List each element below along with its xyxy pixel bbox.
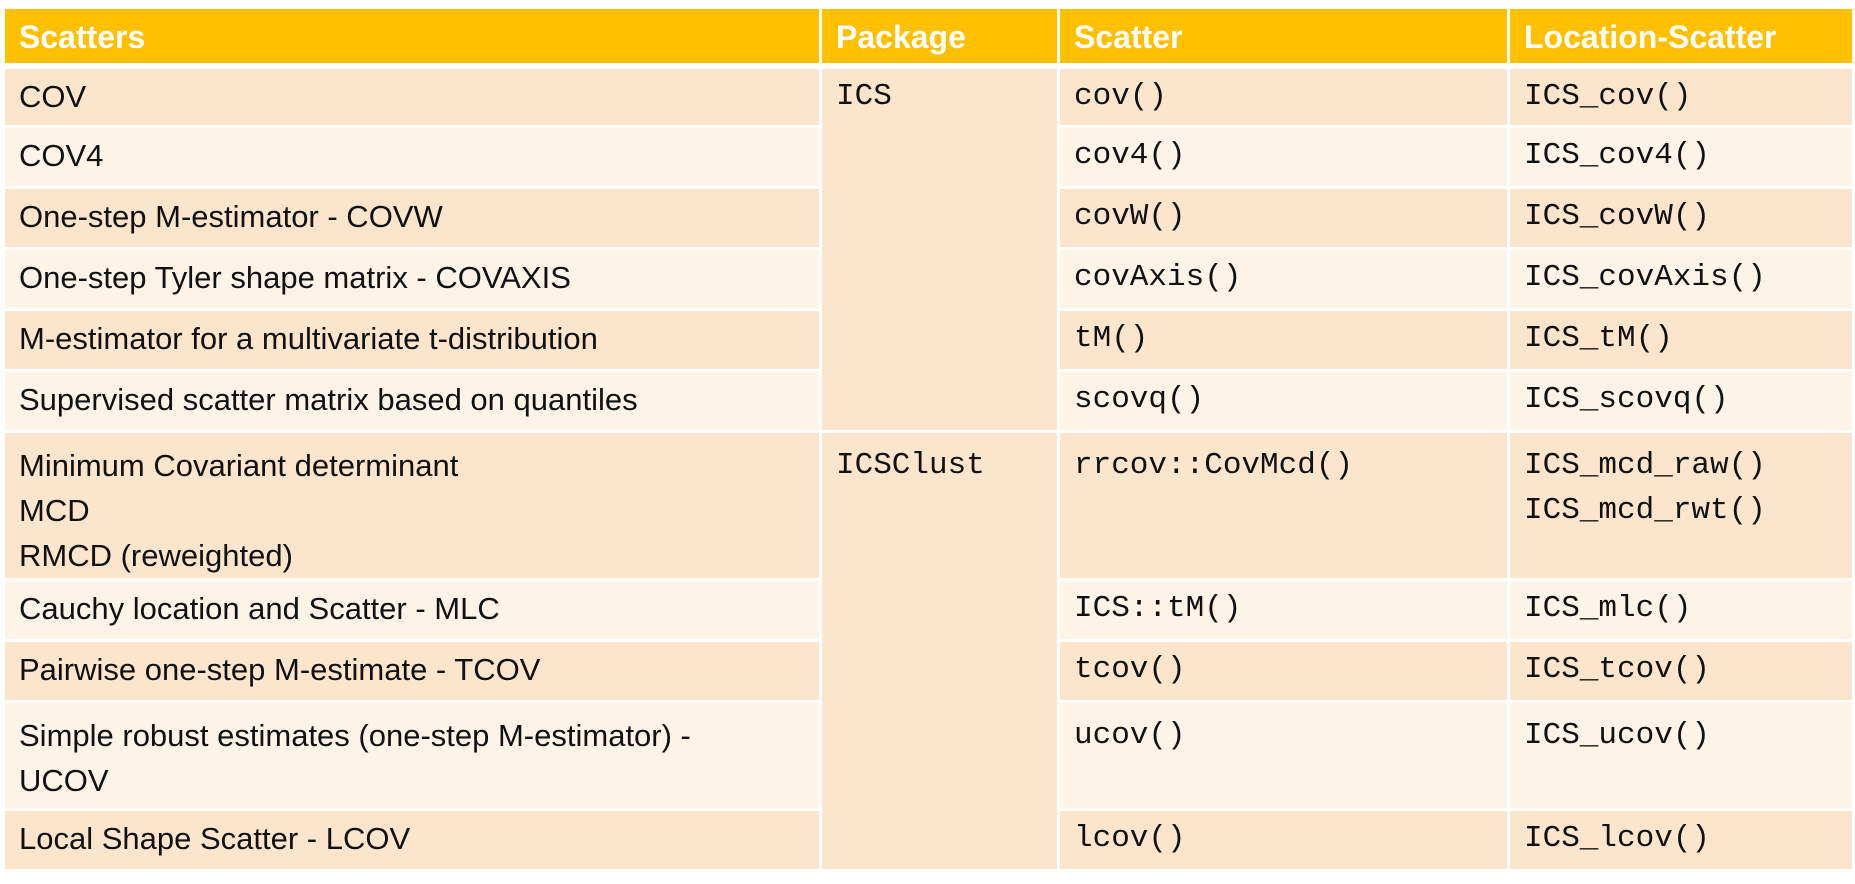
location-scatter-text: ICS_mlc() <box>1524 591 1692 626</box>
scatters-text: Pairwise one-step M-estimate - TCOV <box>19 652 541 687</box>
table-row: One-step M-estimator - COVW covW() ICS_c… <box>2 186 1855 250</box>
location-scatter-cell: ICS_covAxis() <box>1507 247 1855 311</box>
scatter-cell: ucov() <box>1057 700 1510 811</box>
table-row: COV ICS cov() ICS_cov() <box>2 64 1855 433</box>
location-scatter-text: ICS_tM() <box>1524 321 1673 356</box>
table-row: Simple robust estimates (one-step M-esti… <box>2 700 1855 811</box>
location-scatter-cell: ICS_ucov() <box>1507 700 1855 811</box>
location-scatter-text: ICS_scovq() <box>1524 382 1729 417</box>
location-scatter-text: ICS_mcd_raw() <box>1524 448 1766 483</box>
scatter-cell: rrcov::CovMcd() <box>1057 430 1510 581</box>
scatters-text: Local Shape Scatter - LCOV <box>19 821 411 856</box>
location-scatter-cell: ICS_tM() <box>1507 308 1855 372</box>
scatter-cell: covAxis() <box>1057 247 1510 311</box>
scatter-table: Scatters Package Scatter Location-Scatte… <box>2 6 1855 872</box>
table-row: Pairwise one-step M-estimate - TCOV tcov… <box>2 639 1855 703</box>
table-row: Minimum Covariant determinant MCD RMCD (… <box>2 430 1855 872</box>
header-package: Package <box>819 6 1060 69</box>
scatters-cell: Pairwise one-step M-estimate - TCOV <box>2 639 822 703</box>
package-cell-icsclust: ICSClust <box>819 430 1060 872</box>
table-row: Cauchy location and Scatter - MLC ICS::t… <box>2 578 1855 642</box>
location-scatter-cell: ICS_mlc() <box>1507 578 1855 642</box>
table-row: COV4 cov4() ICS_cov4() <box>2 125 1855 189</box>
scatter-cell: scovq() <box>1057 369 1510 433</box>
scatters-text: Minimum Covariant determinant <box>19 448 459 483</box>
scatters-text: UCOV <box>19 763 109 798</box>
scatter-table-container: Scatters Package Scatter Location-Scatte… <box>2 6 1855 872</box>
package-cell-ics: ICS <box>819 64 1060 433</box>
scatters-text: M-estimator for a multivariate t-distrib… <box>19 321 598 356</box>
scatter-cell: cov() <box>1057 64 1510 128</box>
scatter-cell: covW() <box>1057 186 1510 250</box>
location-scatter-text: ICS_lcov() <box>1524 821 1711 856</box>
table-row: Supervised scatter matrix based on quant… <box>2 369 1855 433</box>
scatters-cell: Simple robust estimates (one-step M-esti… <box>2 700 822 811</box>
scatters-text: RMCD (reweighted) <box>19 538 293 573</box>
scatter-cell: tcov() <box>1057 639 1510 703</box>
scatters-text: MCD <box>19 493 90 528</box>
scatters-cell: Cauchy location and Scatter - MLC <box>2 578 822 642</box>
scatters-cell: M-estimator for a multivariate t-distrib… <box>2 308 822 372</box>
location-scatter-text: ICS_covAxis() <box>1524 260 1766 295</box>
scatters-text: COV4 <box>19 138 104 173</box>
location-scatter-cell: ICS_cov() <box>1507 64 1855 128</box>
scatter-cell: ICS::tM() <box>1057 578 1510 642</box>
scatters-cell: COV4 <box>2 125 822 189</box>
table-row: Local Shape Scatter - LCOV lcov() ICS_lc… <box>2 808 1855 872</box>
location-scatter-cell: ICS_cov4() <box>1507 125 1855 189</box>
scatters-text: Simple robust estimates (one-step M-esti… <box>19 718 691 753</box>
location-scatter-text: ICS_cov() <box>1524 78 1692 114</box>
scatters-text: Supervised scatter matrix based on quant… <box>19 382 638 417</box>
scatters-cell: One-step Tyler shape matrix - COVAXIS <box>2 247 822 311</box>
scatter-cell: cov4() <box>1057 125 1510 189</box>
header-scatter: Scatter <box>1057 6 1510 69</box>
location-scatter-cell: ICS_lcov() <box>1507 808 1855 872</box>
location-scatter-text: ICS_ucov() <box>1524 718 1711 753</box>
location-scatter-text: ICS_tcov() <box>1524 652 1711 687</box>
scatter-cell: lcov() <box>1057 808 1510 872</box>
header-location-scatter: Location-Scatter <box>1507 6 1855 69</box>
scatter-cell: tM() <box>1057 308 1510 372</box>
scatters-cell: Supervised scatter matrix based on quant… <box>2 369 822 433</box>
scatters-cell: COV <box>2 64 822 128</box>
header-scatters: Scatters <box>2 6 822 69</box>
scatters-cell: One-step M-estimator - COVW <box>2 186 822 250</box>
location-scatter-cell: ICS_mcd_raw() ICS_mcd_rwt() <box>1507 430 1855 581</box>
table-row: M-estimator for a multivariate t-distrib… <box>2 308 1855 372</box>
location-scatter-cell: ICS_tcov() <box>1507 639 1855 703</box>
scatters-text: Cauchy location and Scatter - MLC <box>19 591 500 626</box>
location-scatter-text: ICS_mcd_rwt() <box>1524 493 1766 528</box>
scatters-cell: Minimum Covariant determinant MCD RMCD (… <box>2 430 822 581</box>
scatters-text: One-step Tyler shape matrix - COVAXIS <box>19 260 571 295</box>
scatters-text: COV <box>19 78 87 114</box>
location-scatter-cell: ICS_scovq() <box>1507 369 1855 433</box>
location-scatter-cell: ICS_covW() <box>1507 186 1855 250</box>
location-scatter-text: ICS_covW() <box>1524 199 1711 234</box>
header-row: Scatters Package Scatter Location-Scatte… <box>2 6 1855 69</box>
scatters-text: One-step M-estimator - COVW <box>19 199 443 234</box>
table-row: One-step Tyler shape matrix - COVAXIS co… <box>2 247 1855 311</box>
location-scatter-text: ICS_cov4() <box>1524 138 1711 173</box>
scatters-cell: Local Shape Scatter - LCOV <box>2 808 822 872</box>
